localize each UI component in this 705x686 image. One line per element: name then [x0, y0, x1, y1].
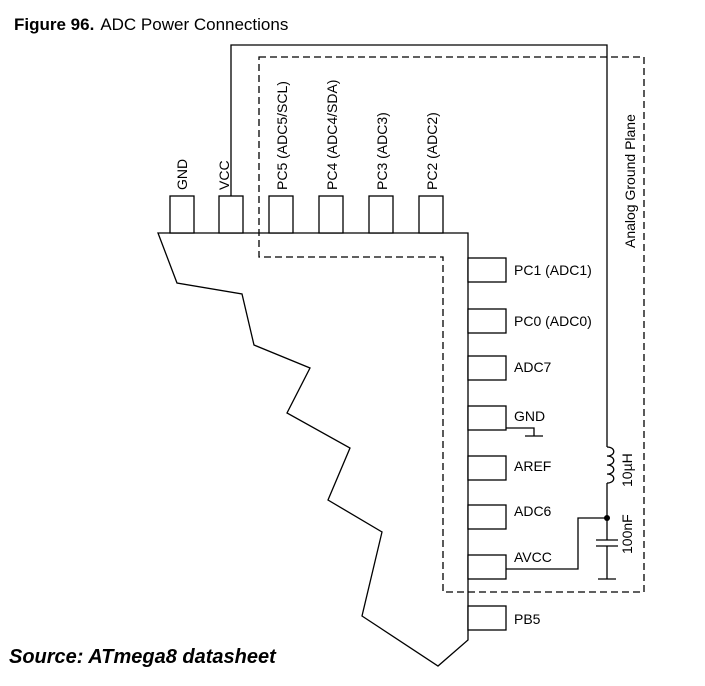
- top-pin-vcc-label: VCC: [216, 160, 232, 190]
- analog-ground-plane-boundary: [258, 56, 645, 593]
- right-pin-gnd-label: GND: [514, 408, 545, 424]
- figure-caption: ADC Power Connections: [100, 15, 289, 34]
- top-pin-pc3: PC3 (ADC3): [368, 112, 394, 234]
- right-pin-pc0: PC0 (ADC0): [467, 308, 592, 334]
- top-pin-gnd: GND: [169, 159, 195, 234]
- right-pin-pb5: PB5: [467, 605, 541, 631]
- chip-body: [157, 232, 469, 667]
- right-pin-pc1: PC1 (ADC1): [467, 257, 592, 283]
- right-pin-adc7: ADC7: [467, 355, 552, 381]
- top-pin-pc4: PC4 (ADC4/SDA): [318, 80, 344, 234]
- top-pin-gnd-label: GND: [174, 159, 190, 190]
- top-pin-pc2: PC2 (ADC2): [418, 112, 444, 234]
- top-pin-pc3-label: PC3 (ADC3): [374, 112, 390, 190]
- source-caption: Source: ATmega8 datasheet: [9, 646, 276, 668]
- right-pin-avcc: AVCC: [467, 549, 552, 580]
- gnd-pin-ground-wire: [506, 427, 535, 436]
- right-pin-adc6-label: ADC6: [514, 503, 552, 519]
- analog-ground-plane-label: Analog Ground Plane: [622, 114, 638, 248]
- right-pin-avcc-label: AVCC: [514, 549, 552, 565]
- right-pin-adc6: ADC6: [467, 503, 552, 530]
- vcc-wire: [230, 44, 608, 447]
- top-pin-vcc: VCC: [216, 160, 244, 234]
- right-pin-pb5-label: PB5: [514, 611, 541, 627]
- right-pin-aref: AREF: [467, 455, 551, 481]
- top-pin-pc2-label: PC2 (ADC2): [424, 112, 440, 190]
- top-pin-pc5-label: PC5 (ADC5/SCL): [274, 81, 290, 190]
- right-pin-adc7-label: ADC7: [514, 359, 552, 375]
- figure-title: Figure 96. ADC Power Connections: [14, 15, 288, 35]
- right-pin-aref-label: AREF: [514, 458, 551, 474]
- inductor-label: 10µH: [619, 453, 635, 487]
- right-pin-gnd: GND: [467, 405, 545, 431]
- capacitor-label: 100nF: [619, 514, 635, 554]
- figure-number: Figure 96.: [14, 15, 95, 34]
- top-pin-pc4-label: PC4 (ADC4/SDA): [324, 80, 340, 190]
- top-pin-pc5: PC5 (ADC5/SCL): [268, 81, 294, 234]
- avcc-wire: [506, 517, 607, 570]
- right-pin-pc1-label: PC1 (ADC1): [514, 262, 592, 278]
- right-pin-pc0-label: PC0 (ADC0): [514, 313, 592, 329]
- inductor-symbol: [606, 446, 615, 484]
